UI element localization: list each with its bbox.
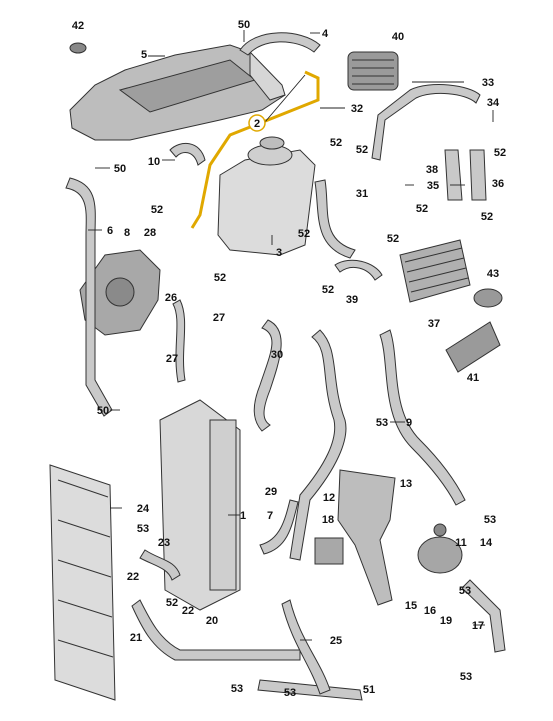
callout-22-b: 22 — [182, 605, 194, 617]
callout-13: 13 — [400, 478, 412, 490]
intake-manifold-part — [69, 44, 286, 141]
callout-53-f: 53 — [231, 683, 243, 695]
callout-26: 26 — [165, 292, 177, 304]
callout-21: 21 — [130, 632, 142, 644]
callout-15: 15 — [405, 600, 417, 612]
callout-27-b: 27 — [166, 353, 178, 365]
callout-3: 3 — [276, 247, 282, 259]
callout-29: 29 — [265, 486, 277, 498]
callout-52-j: 52 — [322, 284, 334, 296]
callout-52-g: 52 — [298, 228, 310, 240]
callout-53-b: 53 — [484, 514, 496, 526]
callout-52-d: 52 — [151, 204, 163, 216]
callout-9: 9 — [406, 417, 412, 429]
callout-43: 43 — [487, 268, 499, 280]
expansion-tank-part — [217, 136, 316, 256]
callout-11: 11 — [455, 537, 467, 549]
cap-part — [69, 42, 87, 54]
callout-16: 16 — [424, 605, 436, 617]
callout-14: 14 — [480, 537, 493, 549]
callout-50-b: 50 — [114, 163, 126, 175]
thermostat-housing-part — [79, 249, 161, 336]
callout-52-h: 52 — [387, 233, 399, 245]
callout-52-c: 52 — [494, 147, 506, 159]
valve-part — [314, 537, 344, 565]
callout-17: 17 — [472, 620, 484, 632]
callout-50-c: 50 — [97, 405, 109, 417]
callout-19: 19 — [440, 615, 452, 627]
callout-35: 35 — [427, 180, 439, 192]
callout-labels: 42 5 50 4 40 33 2 32 34 50 10 52 52 52 3… — [72, 19, 506, 699]
callout-53-a: 53 — [376, 417, 388, 429]
callout-6: 6 — [107, 225, 113, 237]
callout-42: 42 — [72, 20, 84, 32]
callout-22-a: 22 — [127, 571, 139, 583]
callout-5: 5 — [141, 49, 147, 61]
callout-53-g: 53 — [284, 687, 296, 699]
callout-52-f: 52 — [481, 211, 493, 223]
callout-10: 10 — [148, 156, 160, 168]
leader-lines — [88, 30, 494, 641]
callout-7: 7 — [267, 510, 273, 522]
callout-51: 51 — [363, 684, 375, 696]
callout-40: 40 — [392, 31, 404, 43]
auxiliary-pump-part — [417, 523, 463, 574]
vent-pipe-part — [190, 70, 320, 229]
callout-50: 50 — [238, 19, 250, 31]
callout-52-e: 52 — [416, 203, 428, 215]
callout-53-c: 53 — [137, 523, 149, 535]
callout-52-a: 52 — [330, 137, 342, 149]
callout-25: 25 — [330, 635, 342, 647]
heat-exchanger-part — [399, 239, 471, 303]
callout-23: 23 — [158, 537, 170, 549]
callout-2: 2 — [254, 118, 260, 130]
callout-39: 39 — [346, 294, 358, 306]
callout-1: 1 — [240, 510, 246, 522]
callout-18: 18 — [322, 514, 334, 526]
auxiliary-radiator-part — [49, 464, 116, 701]
callout-34: 34 — [487, 97, 500, 109]
callout-32: 32 — [351, 103, 363, 115]
hoses — [65, 32, 506, 701]
callout-28: 28 — [144, 227, 156, 239]
callout-24: 24 — [137, 503, 150, 515]
callout-20: 20 — [206, 615, 218, 627]
callout-12: 12 — [323, 492, 335, 504]
callout-52-b: 52 — [356, 144, 368, 156]
callout-53-e: 53 — [460, 671, 472, 683]
callout-41: 41 — [467, 372, 479, 384]
callout-36: 36 — [492, 178, 504, 190]
callout-30: 30 — [271, 349, 283, 361]
callout-2-badge: 2 — [248, 114, 266, 132]
pad-part — [473, 288, 503, 308]
callout-8: 8 — [124, 227, 130, 239]
radiator-part — [159, 399, 241, 611]
callout-52-k: 52 — [166, 597, 178, 609]
callout-52-i: 52 — [214, 272, 226, 284]
callout-27-a: 27 — [213, 312, 225, 324]
insulation-pad-part — [445, 321, 501, 373]
callout-31: 31 — [356, 188, 368, 200]
oil-cooler-part — [347, 51, 399, 91]
callout-38: 38 — [426, 164, 438, 176]
bracket-part — [337, 469, 396, 606]
callout-53-d: 53 — [459, 585, 471, 597]
callout-33: 33 — [482, 77, 494, 89]
callout-37: 37 — [428, 318, 440, 330]
callout-4: 4 — [322, 28, 329, 40]
